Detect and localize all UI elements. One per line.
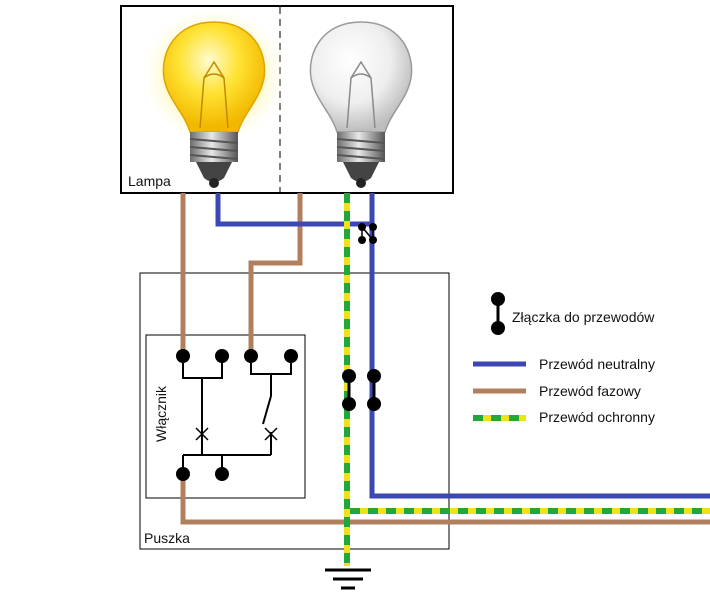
junction-box-label: Puszka [144, 530, 190, 546]
switch-internal-wiring [182, 356, 292, 474]
legend: Złączka do przewodów Przewód neutralny P… [473, 292, 655, 425]
neutral-wires [215, 193, 710, 499]
switch-label: Włącznik [153, 385, 169, 442]
switch-terminal [215, 349, 229, 363]
lamp-label: Lampa [128, 173, 171, 189]
legend-neutral-label: Przewód neutralny [539, 356, 655, 372]
ground-symbol-icon [325, 568, 371, 590]
legend-connector-icon [491, 292, 505, 335]
legend-connector-label: Złączka do przewodów [512, 309, 655, 325]
legend-phase-label: Przewód fazowy [539, 383, 641, 399]
phase-wires [180, 193, 710, 525]
switch-terminal [176, 349, 190, 363]
switch-terminal [284, 349, 298, 363]
junction-box [139, 272, 450, 550]
switch-terminals [176, 349, 298, 481]
switch-terminal [176, 467, 190, 481]
wire-connector [367, 369, 381, 411]
lightbulb-off-icon [309, 21, 413, 188]
earth-wires [344, 193, 710, 566]
wire-connector [342, 369, 356, 411]
wire-connector [358, 223, 377, 244]
switch-box [145, 334, 306, 499]
legend-earth-label: Przewód ochronny [539, 409, 655, 425]
lightbulb-on-icon [138, 10, 290, 188]
switch-contact-marks [195, 427, 278, 441]
switch-terminal [244, 349, 258, 363]
switch-terminal [215, 467, 229, 481]
